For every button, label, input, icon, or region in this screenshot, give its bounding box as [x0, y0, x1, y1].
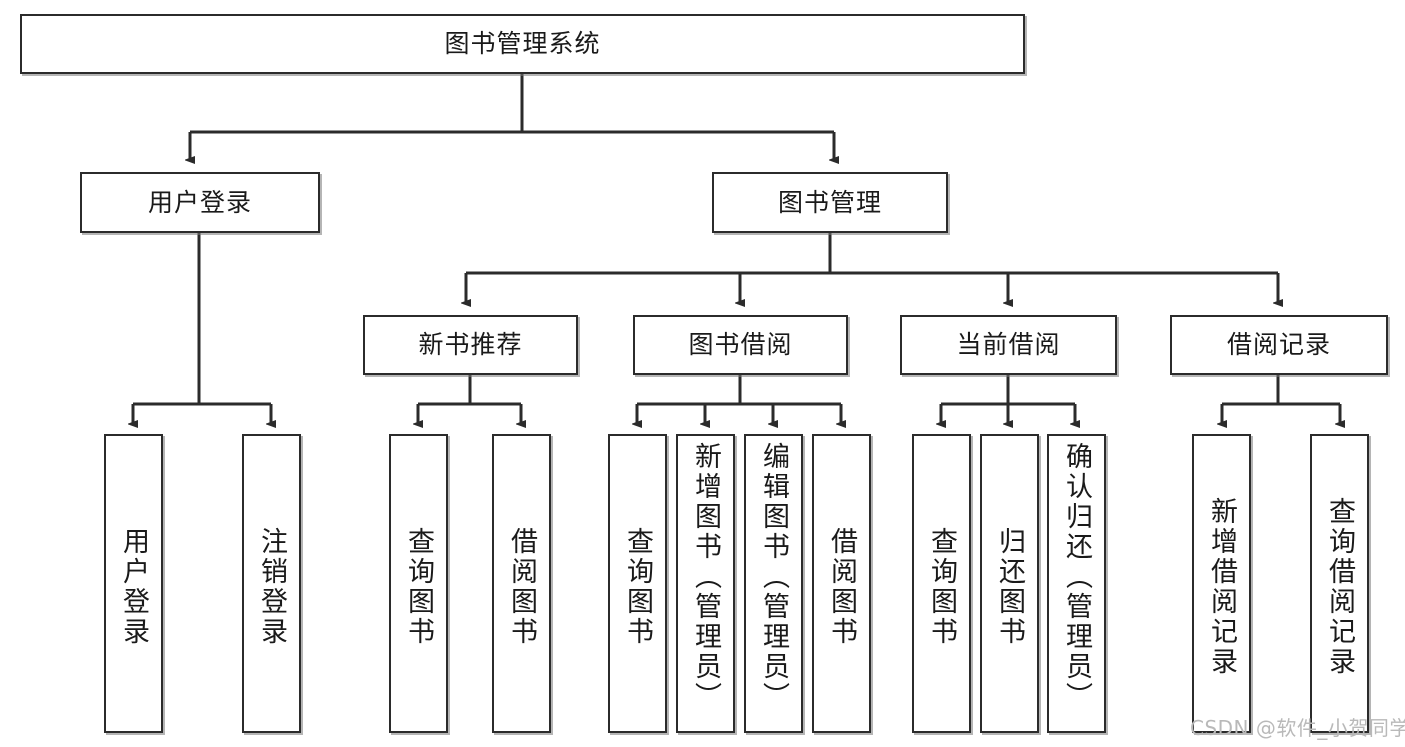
- leaf-current-borrow-confirm-return-label: 确认归还（管理员）: [1061, 442, 1092, 712]
- leaf-new-book-borrow-book-label: 借阅图书: [506, 526, 537, 647]
- node-book-borrow-label: 图书借阅: [688, 330, 793, 360]
- node-root[interactable]: 图书管理系统: [20, 14, 1025, 74]
- node-new-book-recommend[interactable]: 新书推荐: [363, 315, 578, 375]
- leaf-borrow-record-query-record-label: 查询借阅记录: [1324, 496, 1355, 677]
- leaf-book-borrow-add-book[interactable]: 新增图书（管理员）: [676, 434, 735, 733]
- node-book-borrow[interactable]: 图书借阅: [633, 315, 848, 375]
- leaf-new-book-borrow-book[interactable]: 借阅图书: [492, 434, 551, 733]
- node-borrow-record-label: 借阅记录: [1226, 330, 1331, 360]
- leaf-book-borrow-add-book-label: 新增图书（管理员）: [690, 442, 721, 712]
- leaf-new-book-query-book-label: 查询图书: [403, 526, 434, 647]
- node-root-label: 图书管理系统: [444, 29, 601, 59]
- node-user-login[interactable]: 用户登录: [80, 172, 320, 233]
- watermark-text: CSDN @软件_小贺同学: [1190, 716, 1405, 740]
- leaf-current-borrow-query-book-label: 查询图书: [926, 526, 957, 647]
- leaf-borrow-record-query-record[interactable]: 查询借阅记录: [1310, 434, 1369, 733]
- node-book-management-label: 图书管理: [777, 187, 882, 217]
- leaf-user-login-login-label: 用户登录: [118, 526, 149, 647]
- leaf-user-login-logout-label: 注销登录: [256, 526, 287, 647]
- leaf-book-borrow-borrow-book-label: 借阅图书: [826, 526, 857, 647]
- leaf-book-borrow-borrow-book[interactable]: 借阅图书: [812, 434, 871, 733]
- leaf-current-borrow-return-book-label: 归还图书: [994, 526, 1025, 647]
- leaf-user-login-logout[interactable]: 注销登录: [242, 434, 301, 733]
- leaf-current-borrow-return-book[interactable]: 归还图书: [980, 434, 1039, 733]
- node-borrow-record[interactable]: 借阅记录: [1170, 315, 1388, 375]
- leaf-current-borrow-confirm-return[interactable]: 确认归还（管理员）: [1047, 434, 1106, 733]
- node-new-book-recommend-label: 新书推荐: [418, 330, 523, 360]
- node-user-login-label: 用户登录: [147, 187, 252, 217]
- leaf-current-borrow-query-book[interactable]: 查询图书: [912, 434, 971, 733]
- node-book-management[interactable]: 图书管理: [712, 172, 948, 233]
- leaf-book-borrow-query-book-label: 查询图书: [622, 526, 653, 647]
- leaf-book-borrow-edit-book-label: 编辑图书（管理员）: [758, 442, 789, 712]
- node-current-borrow-label: 当前借阅: [956, 330, 1061, 360]
- leaf-user-login-login[interactable]: 用户登录: [104, 434, 163, 733]
- node-current-borrow[interactable]: 当前借阅: [900, 315, 1117, 375]
- leaf-borrow-record-add-record-label: 新增借阅记录: [1206, 496, 1237, 677]
- leaf-book-borrow-edit-book[interactable]: 编辑图书（管理员）: [744, 434, 803, 733]
- leaf-borrow-record-add-record[interactable]: 新增借阅记录: [1192, 434, 1251, 733]
- leaf-new-book-query-book[interactable]: 查询图书: [389, 434, 448, 733]
- leaf-book-borrow-query-book[interactable]: 查询图书: [608, 434, 667, 733]
